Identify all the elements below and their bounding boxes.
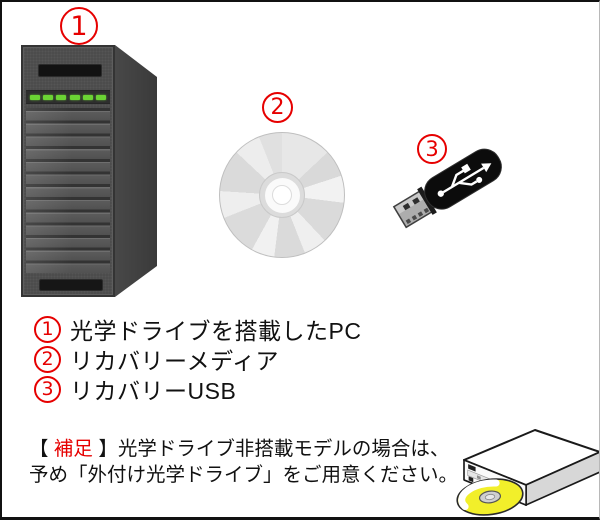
- figure-number-badge-2: 2: [262, 92, 293, 123]
- led-indicator: [43, 94, 54, 100]
- usb-connector-notch: [417, 211, 424, 217]
- usb-connector-notch: [405, 218, 412, 225]
- pc-tower-side-panel: [115, 45, 157, 297]
- supplement-note-line1: 【 補足 】光学ドライブ非搭載モデルの場合は、: [29, 436, 458, 462]
- led-indicator-strip: [26, 90, 110, 104]
- drive-indicator: [476, 475, 481, 480]
- led-indicator: [69, 94, 80, 100]
- led-indicator: [82, 94, 93, 100]
- legend-label-media: リカバリーメディア: [70, 348, 279, 374]
- supplement-note-line2: 予め「外付け光学ドライブ」をご用意ください。: [29, 462, 458, 488]
- legend-number-1: 1: [34, 315, 61, 343]
- disc-center-hole: [272, 185, 292, 205]
- lower-drive-slot: [39, 279, 103, 291]
- disc-highlight: [458, 479, 500, 511]
- recovery-disc-illustration: [219, 132, 345, 258]
- external-optical-drive-illustration: [456, 429, 599, 516]
- note-bracket-open: 【: [29, 438, 54, 460]
- usb-connector-hole: [412, 197, 420, 205]
- drive-front-button-small: [468, 476, 474, 483]
- figure-number-badge-3: 3: [417, 134, 447, 164]
- yellow-disc-illustration: [456, 478, 524, 516]
- led-indicator: [30, 94, 40, 100]
- usb-trident-icon: [437, 163, 492, 197]
- led-indicator: [56, 94, 67, 100]
- note-line1-text: 光学ドライブ非搭載モデルの場合は、: [117, 438, 450, 460]
- legend-list: 1 光学ドライブを搭載したPC 2 リカバリーメディア 3 リカバリーUSB: [34, 314, 361, 404]
- usb-connector-hole: [402, 202, 411, 211]
- figure-number-badge-1: 1: [60, 7, 98, 45]
- legend-number-2: 2: [34, 345, 61, 373]
- note-title: 補足: [53, 438, 93, 460]
- legend-item-media: 2 リカバリーメディア: [34, 344, 361, 374]
- drive-front-button: [468, 464, 476, 472]
- supplement-note: 【 補足 】光学ドライブ非搭載モデルの場合は、 予め「外付け光学ドライブ」をご用…: [29, 436, 458, 488]
- usb-connector-notch: [411, 214, 418, 221]
- legend-number-3: 3: [34, 375, 61, 403]
- disc-hub-outer-ring: [259, 172, 305, 218]
- optical-drive-slot: [38, 64, 102, 77]
- legend-label-pc: 光学ドライブを搭載したPC: [70, 318, 362, 344]
- note-bracket-close: 】: [92, 438, 118, 460]
- usb-connector-notch: [423, 207, 430, 214]
- legend-item-usb: 3 リカバリーUSB: [34, 374, 361, 404]
- legend-label-usb: リカバリーUSB: [70, 378, 237, 404]
- usb-drive-illustration: [392, 148, 502, 229]
- pc-tower-front-panel: [21, 45, 115, 297]
- note-line2-text: 予め「外付け光学ドライブ」をご用意ください。: [29, 464, 459, 486]
- disc-hub-inner-ring: [264, 177, 300, 213]
- yellow-disc-hole: [484, 493, 496, 501]
- led-indicator: [95, 94, 106, 100]
- vent-slats: [26, 108, 110, 273]
- legend-item-pc: 1 光学ドライブを搭載したPC: [34, 314, 361, 344]
- usb-collar: [417, 186, 437, 215]
